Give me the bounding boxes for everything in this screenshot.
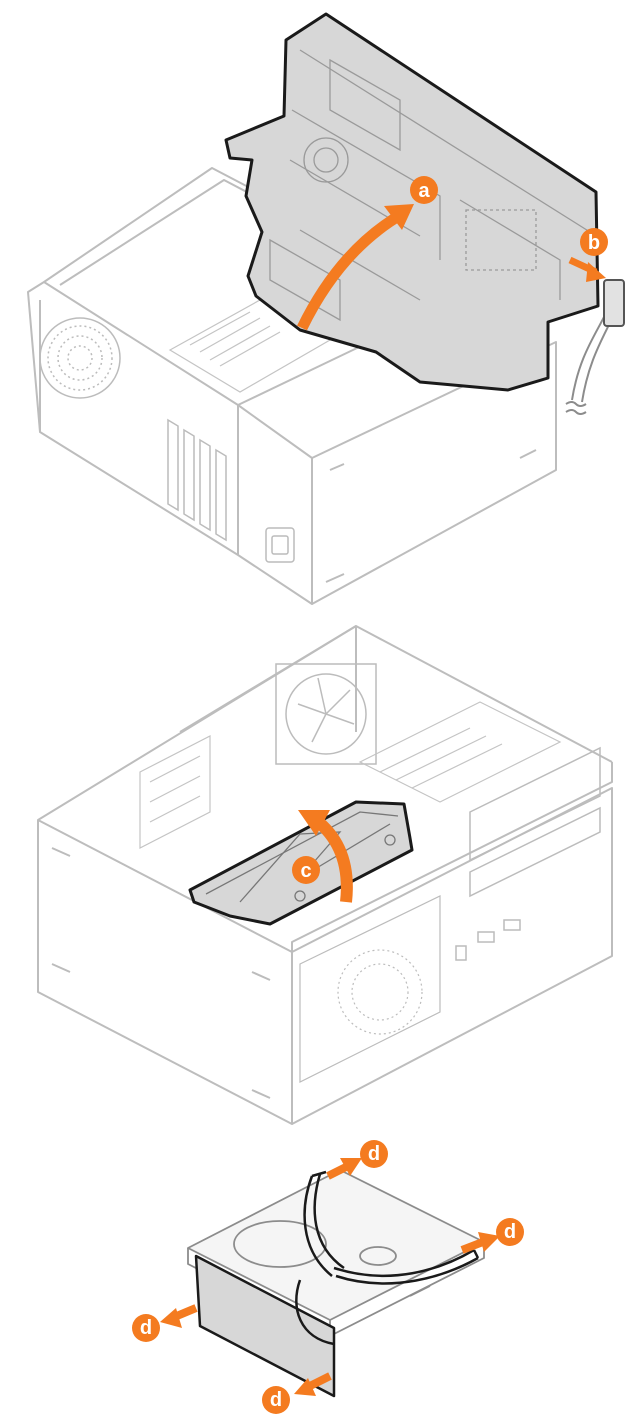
- drive-bracket-rail-front: [194, 1254, 336, 1398]
- disconnect-arrow-b: [568, 256, 606, 282]
- remove-arrow-d-left: [160, 1304, 198, 1328]
- lift-arrow-c: [298, 810, 353, 903]
- drive-bracket-rail-arms: [295, 1170, 480, 1346]
- callout-c: c: [292, 856, 320, 884]
- sata-cable: [565, 279, 625, 415]
- front-ports: [455, 746, 601, 961]
- callout-a-label: a: [418, 180, 430, 202]
- side-slots-2: [51, 847, 271, 1099]
- callout-d-top-label: d: [368, 1143, 380, 1165]
- callout-b: b: [580, 228, 608, 256]
- figure-storage-bracket-lift: c: [0, 612, 636, 1136]
- callout-d-bottom-label: d: [270, 1389, 282, 1411]
- callout-d-right-label: d: [504, 1221, 516, 1243]
- remove-arrow-d-bottom: [294, 1372, 332, 1396]
- internal-bays: [139, 701, 562, 849]
- figure-drive-removal: d d d d: [0, 1138, 636, 1418]
- callout-d-left-label: d: [140, 1317, 152, 1339]
- callout-a: a: [410, 176, 438, 204]
- callout-d-left: d: [132, 1314, 160, 1342]
- callout-d-top: d: [360, 1140, 388, 1168]
- remove-arrow-d-top: [326, 1158, 362, 1180]
- callout-b-label: b: [588, 232, 600, 254]
- power-socket-icon: [265, 527, 295, 563]
- expansion-slots: [167, 418, 227, 542]
- remove-arrow-d-right: [460, 1232, 500, 1254]
- pivot-arrow-a: [297, 204, 414, 331]
- callout-d-bottom: d: [262, 1386, 290, 1414]
- drive-bay-cage: [224, 12, 600, 392]
- figure-drive-cage-pivot: a b: [0, 0, 636, 610]
- callout-d-right: d: [496, 1218, 524, 1246]
- front-grille: [299, 895, 441, 1083]
- callout-c-label: c: [300, 860, 311, 882]
- fan-icon: [275, 663, 377, 765]
- rear-fan-icon: [39, 317, 121, 399]
